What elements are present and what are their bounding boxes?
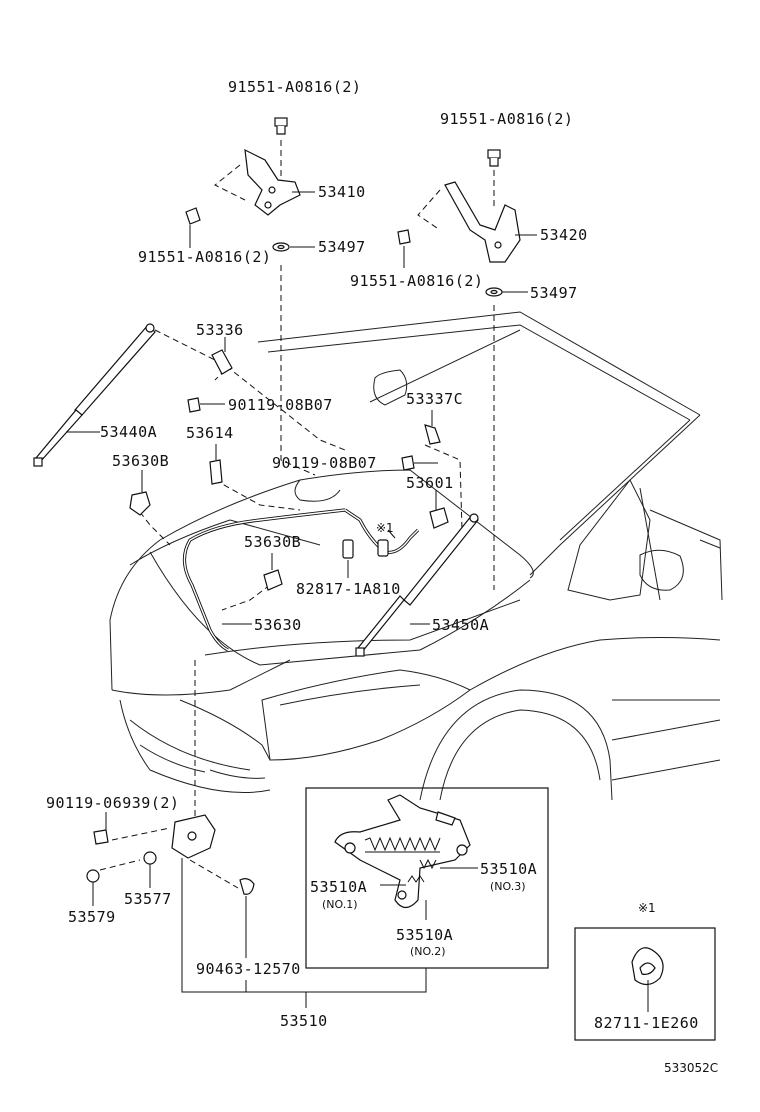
support-bracket [424, 424, 441, 445]
cable-clip [377, 539, 389, 557]
label-90463-12570: 90463-12570 [196, 960, 301, 978]
bolt-icon [397, 229, 411, 245]
washer-icon [272, 242, 290, 252]
label-53630: 53630 [254, 616, 302, 634]
label-53630B-left: 53630B [112, 452, 169, 470]
cable-clamp [263, 569, 283, 591]
label-91551-A0816-top-right: 91551-A0816(2) [440, 110, 573, 128]
inset-box [574, 927, 716, 1041]
bolt-icon [185, 207, 201, 225]
label-53510A-no3: 53510A [480, 860, 537, 878]
label-53577: 53577 [124, 890, 172, 908]
bumper-icon [143, 851, 157, 865]
label-90119-08B07-a: 90119-08B07 [228, 396, 333, 414]
label-53510A-no3-sub: (NO.3) [490, 880, 526, 893]
label-53579: 53579 [68, 908, 116, 926]
label-inset-mark: ※1 [638, 901, 656, 915]
bolt-icon [93, 829, 109, 845]
label-91551-A0816-top-left: 91551-A0816(2) [228, 78, 361, 96]
hood-hinge-right [444, 181, 521, 263]
bolt-icon [487, 149, 501, 167]
leader-lines [66, 191, 537, 1008]
label-53510A-no2-sub: (NO.2) [410, 945, 446, 958]
label-53510: 53510 [280, 1012, 328, 1030]
hood-support-right [355, 513, 479, 657]
label-53497-left: 53497 [318, 238, 366, 256]
label-53510A-no2: 53510A [396, 926, 453, 944]
hood-support-left [33, 323, 156, 467]
hood-cushion [429, 507, 449, 529]
label-53450A: 53450A [432, 616, 489, 634]
label-53420: 53420 [540, 226, 588, 244]
cable-clip [342, 539, 354, 559]
lock-detail-box [305, 787, 549, 969]
label-90119-08B07-b: 90119-08B07 [272, 454, 377, 472]
label-90119-06939: 90119-06939(2) [46, 794, 179, 812]
washer-icon [485, 287, 503, 297]
label-53337C: 53337C [406, 390, 463, 408]
label-53614: 53614 [186, 424, 234, 442]
label-53510A-no1: 53510A [310, 878, 367, 896]
screw-icon [401, 455, 415, 471]
label-53440A: 53440A [100, 423, 157, 441]
hood-hinge-left [244, 148, 301, 216]
label-53336: 53336 [196, 321, 244, 339]
clip-icon [239, 878, 255, 895]
label-ref-mark-cable-clip: ※1 [376, 521, 394, 535]
diagram-code: 533052C [664, 1061, 718, 1075]
hood-lock [171, 814, 216, 859]
bolt-icon [274, 117, 288, 135]
label-91551-A0816-hinge-left: 91551-A0816(2) [138, 248, 271, 266]
label-53601: 53601 [406, 474, 454, 492]
label-53497-right: 53497 [530, 284, 578, 302]
screw-icon [187, 397, 201, 413]
stay-bracket [211, 349, 233, 375]
label-91551-A0816-hinge-right: 91551-A0816(2) [350, 272, 483, 290]
bumper-icon [86, 869, 100, 883]
rod-holder [209, 459, 223, 485]
label-53410: 53410 [318, 183, 366, 201]
label-53630B-mid: 53630B [244, 533, 301, 551]
car-body-outline [109, 311, 723, 801]
label-82711-1E260: 82711-1E260 [594, 1014, 699, 1032]
cable-clamp [129, 491, 151, 516]
label-82817-1A810: 82817-1A810 [296, 580, 401, 598]
label-53510A-no1-sub: (NO.1) [322, 898, 358, 911]
